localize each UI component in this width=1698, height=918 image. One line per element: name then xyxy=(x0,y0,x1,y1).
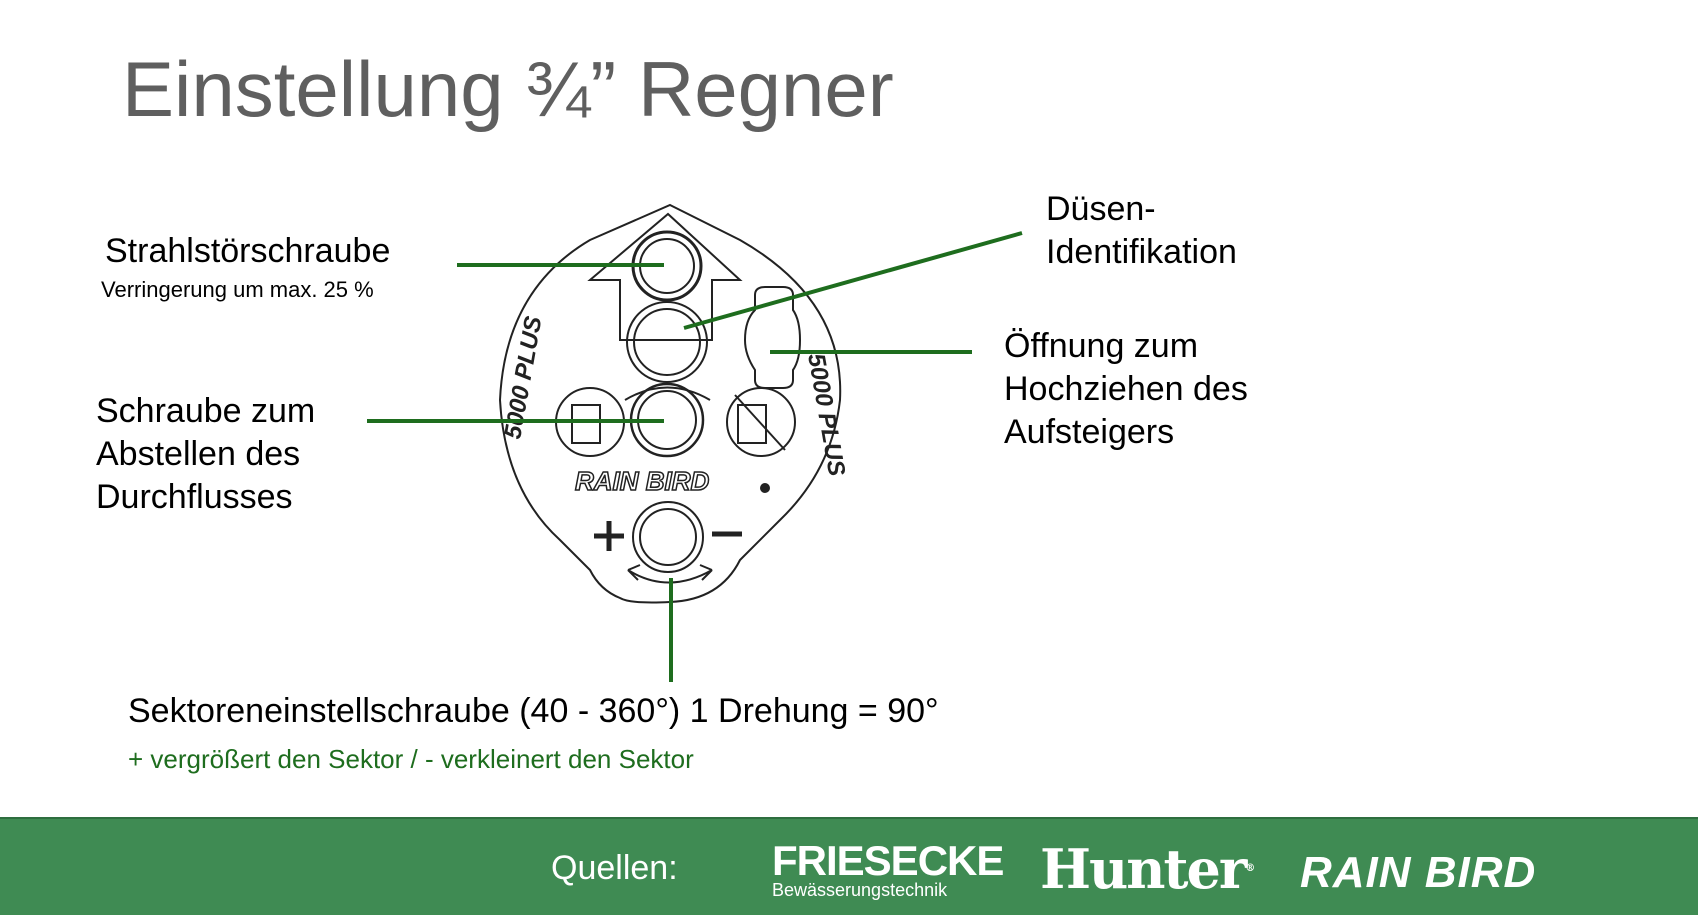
page-title: Einstellung ¾” Regner xyxy=(122,45,894,133)
pullup-slot xyxy=(743,286,802,389)
label-oeffnung: Öffnung zum Hochziehen des Aufsteigers xyxy=(1004,327,1248,451)
label-strahl-sub: Verringerung um max. 25 % xyxy=(101,277,374,302)
label-sektor-sub: + vergrößert den Sektor / - verkleinert … xyxy=(128,744,694,774)
rainbird-logo: RAIN BIRD xyxy=(1300,848,1537,897)
nozzle-circle xyxy=(626,301,708,383)
sources-label: Quellen: xyxy=(551,849,678,887)
cap-outline xyxy=(498,203,842,604)
hunter-logo: Hunter® xyxy=(1040,837,1255,901)
footer-bar: Quellen: FRIESECKE Bewässerungstechnik H… xyxy=(0,817,1698,915)
brand-text: RAIN BIRD xyxy=(575,466,710,496)
label-sektor: Sektoreneinstellschraube (40 - 360°) 1 D… xyxy=(128,692,939,730)
label-strahl: Strahlstörschraube xyxy=(105,232,391,270)
label-schraube: Schraube zum Abstellen des Durchflusses xyxy=(96,392,316,516)
arrow-outline xyxy=(587,212,743,341)
plus-sign xyxy=(594,521,624,551)
label-duesen: Düsen- Identifikation xyxy=(1046,190,1237,271)
friesecke-logo: FRIESECKE Bewässerungstechnik xyxy=(772,837,1004,900)
sector-screw xyxy=(632,501,704,573)
model-text-right: 5000 PLUS xyxy=(802,351,850,478)
pointer-duesen xyxy=(683,231,1023,330)
